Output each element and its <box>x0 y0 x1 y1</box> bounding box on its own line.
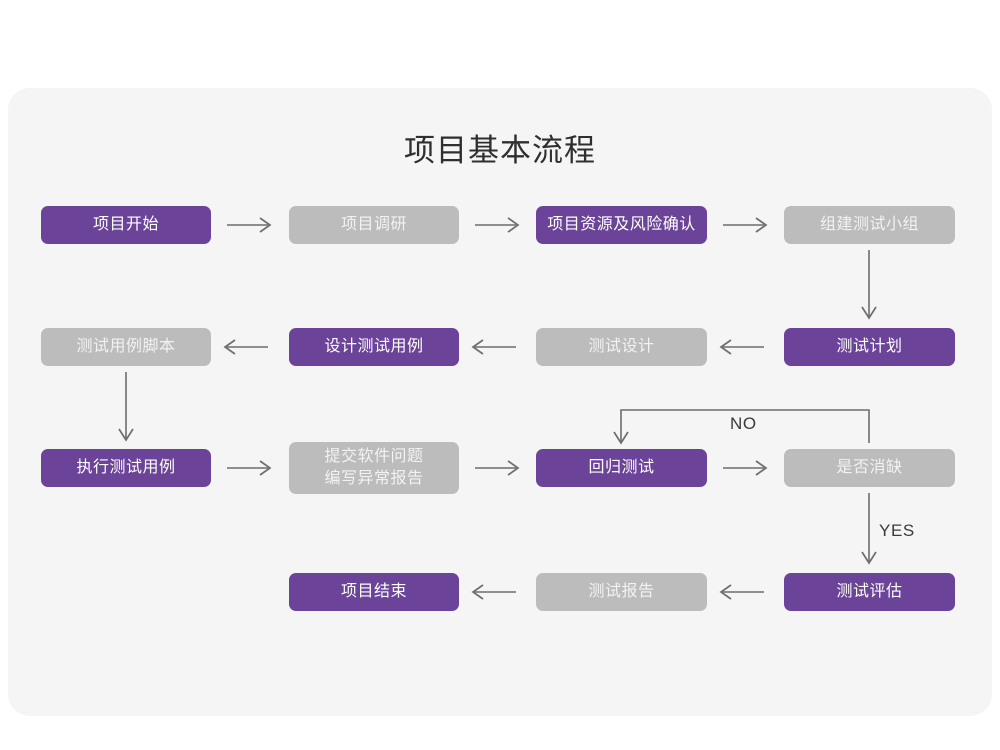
edge-label-no: NO <box>730 414 757 433</box>
node-test-plan[interactable]: 测试计划 <box>784 328 955 366</box>
node-project-end[interactable]: 项目结束 <box>289 573 459 611</box>
edge-label-yes: YES <box>879 521 915 540</box>
node-execute-test-case[interactable]: 执行测试用例 <box>41 449 211 487</box>
node-test-evaluation[interactable]: 测试评估 <box>784 573 955 611</box>
node-form-test-team[interactable]: 组建测试小组 <box>784 206 955 244</box>
node-test-design[interactable]: 测试设计 <box>536 328 707 366</box>
node-test-report[interactable]: 测试报告 <box>536 573 707 611</box>
node-submit-defect-report[interactable]: 提交软件问题 编写异常报告 <box>289 442 459 494</box>
node-regression-test[interactable]: 回归测试 <box>536 449 707 487</box>
node-project-start[interactable]: 项目开始 <box>41 206 211 244</box>
node-resource-risk-confirm[interactable]: 项目资源及风险确认 <box>536 206 707 244</box>
node-design-test-case[interactable]: 设计测试用例 <box>289 328 459 366</box>
diagram-card <box>8 88 992 716</box>
node-project-research[interactable]: 项目调研 <box>289 206 459 244</box>
node-defect-cleared-decision[interactable]: 是否消缺 <box>784 449 955 487</box>
node-test-case-script[interactable]: 测试用例脚本 <box>41 328 211 366</box>
page-title: 项目基本流程 <box>404 133 596 168</box>
